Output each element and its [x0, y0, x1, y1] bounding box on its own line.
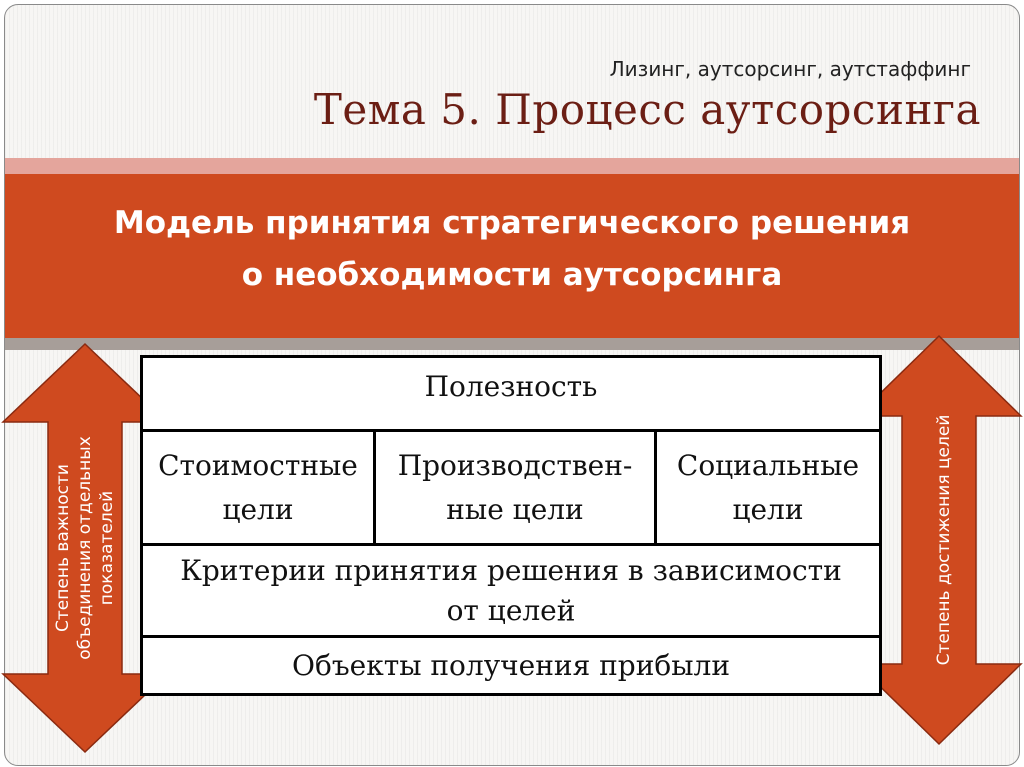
profit-objects-cell: Объекты получения прибыли	[292, 649, 730, 682]
accent-band-gray	[5, 338, 1019, 350]
right-arrow-label: Степень достижения целей	[933, 415, 955, 666]
slide-title: Тема 5. Процесс аутсорсинга	[313, 85, 981, 134]
production-goals-line-2: ные цели	[446, 492, 584, 526]
left-double-arrow	[1, 342, 169, 754]
cost-goals-cell: Стоимостные цели	[143, 432, 376, 546]
social-goals-line-2: цели	[732, 492, 804, 526]
decision-criteria-line-2: от целей	[446, 593, 576, 627]
decision-criteria-cell: Критерии принятия решения в зависимости …	[143, 546, 879, 638]
accent-band	[5, 174, 1019, 338]
cost-goals-line-2: цели	[222, 492, 294, 526]
left-arrow-label-line-2: объединения отдельных	[75, 436, 95, 660]
social-goals-line-1: Социальные	[676, 448, 860, 482]
left-arrow-label-line-1: Степень важности	[53, 464, 73, 632]
left-arrow-label: Степень важности объединения отдельных п…	[52, 436, 118, 660]
left-arrow-label-line-3: показателей	[97, 490, 117, 606]
banner-line-1: Модель принятия стратегического решения	[113, 205, 911, 241]
production-goals-line-1: Производствен-	[397, 448, 633, 482]
model-table: Полезность Стоимостные цели Производстве…	[140, 355, 882, 696]
banner-line-2: о необходимости аутсорсинга	[241, 257, 783, 293]
right-arrow-label-line-1: Степень достижения целей	[934, 414, 954, 666]
accent-band-light	[5, 158, 1019, 174]
decision-criteria-line-1: Критерии принятия решения в зависимости	[180, 553, 842, 587]
right-double-arrow	[855, 334, 1023, 746]
banner-heading: Модель принятия стратегического решения …	[5, 197, 1019, 301]
cost-goals-line-1: Стоимостные	[158, 448, 358, 482]
social-goals-cell: Социальные цели	[657, 432, 879, 546]
utility-cell: Полезность	[143, 358, 879, 432]
slide-subtitle: Лизинг, аутсорсинг, аутстаффинг	[609, 57, 971, 81]
production-goals-cell: Производствен- ные цели	[376, 432, 657, 546]
